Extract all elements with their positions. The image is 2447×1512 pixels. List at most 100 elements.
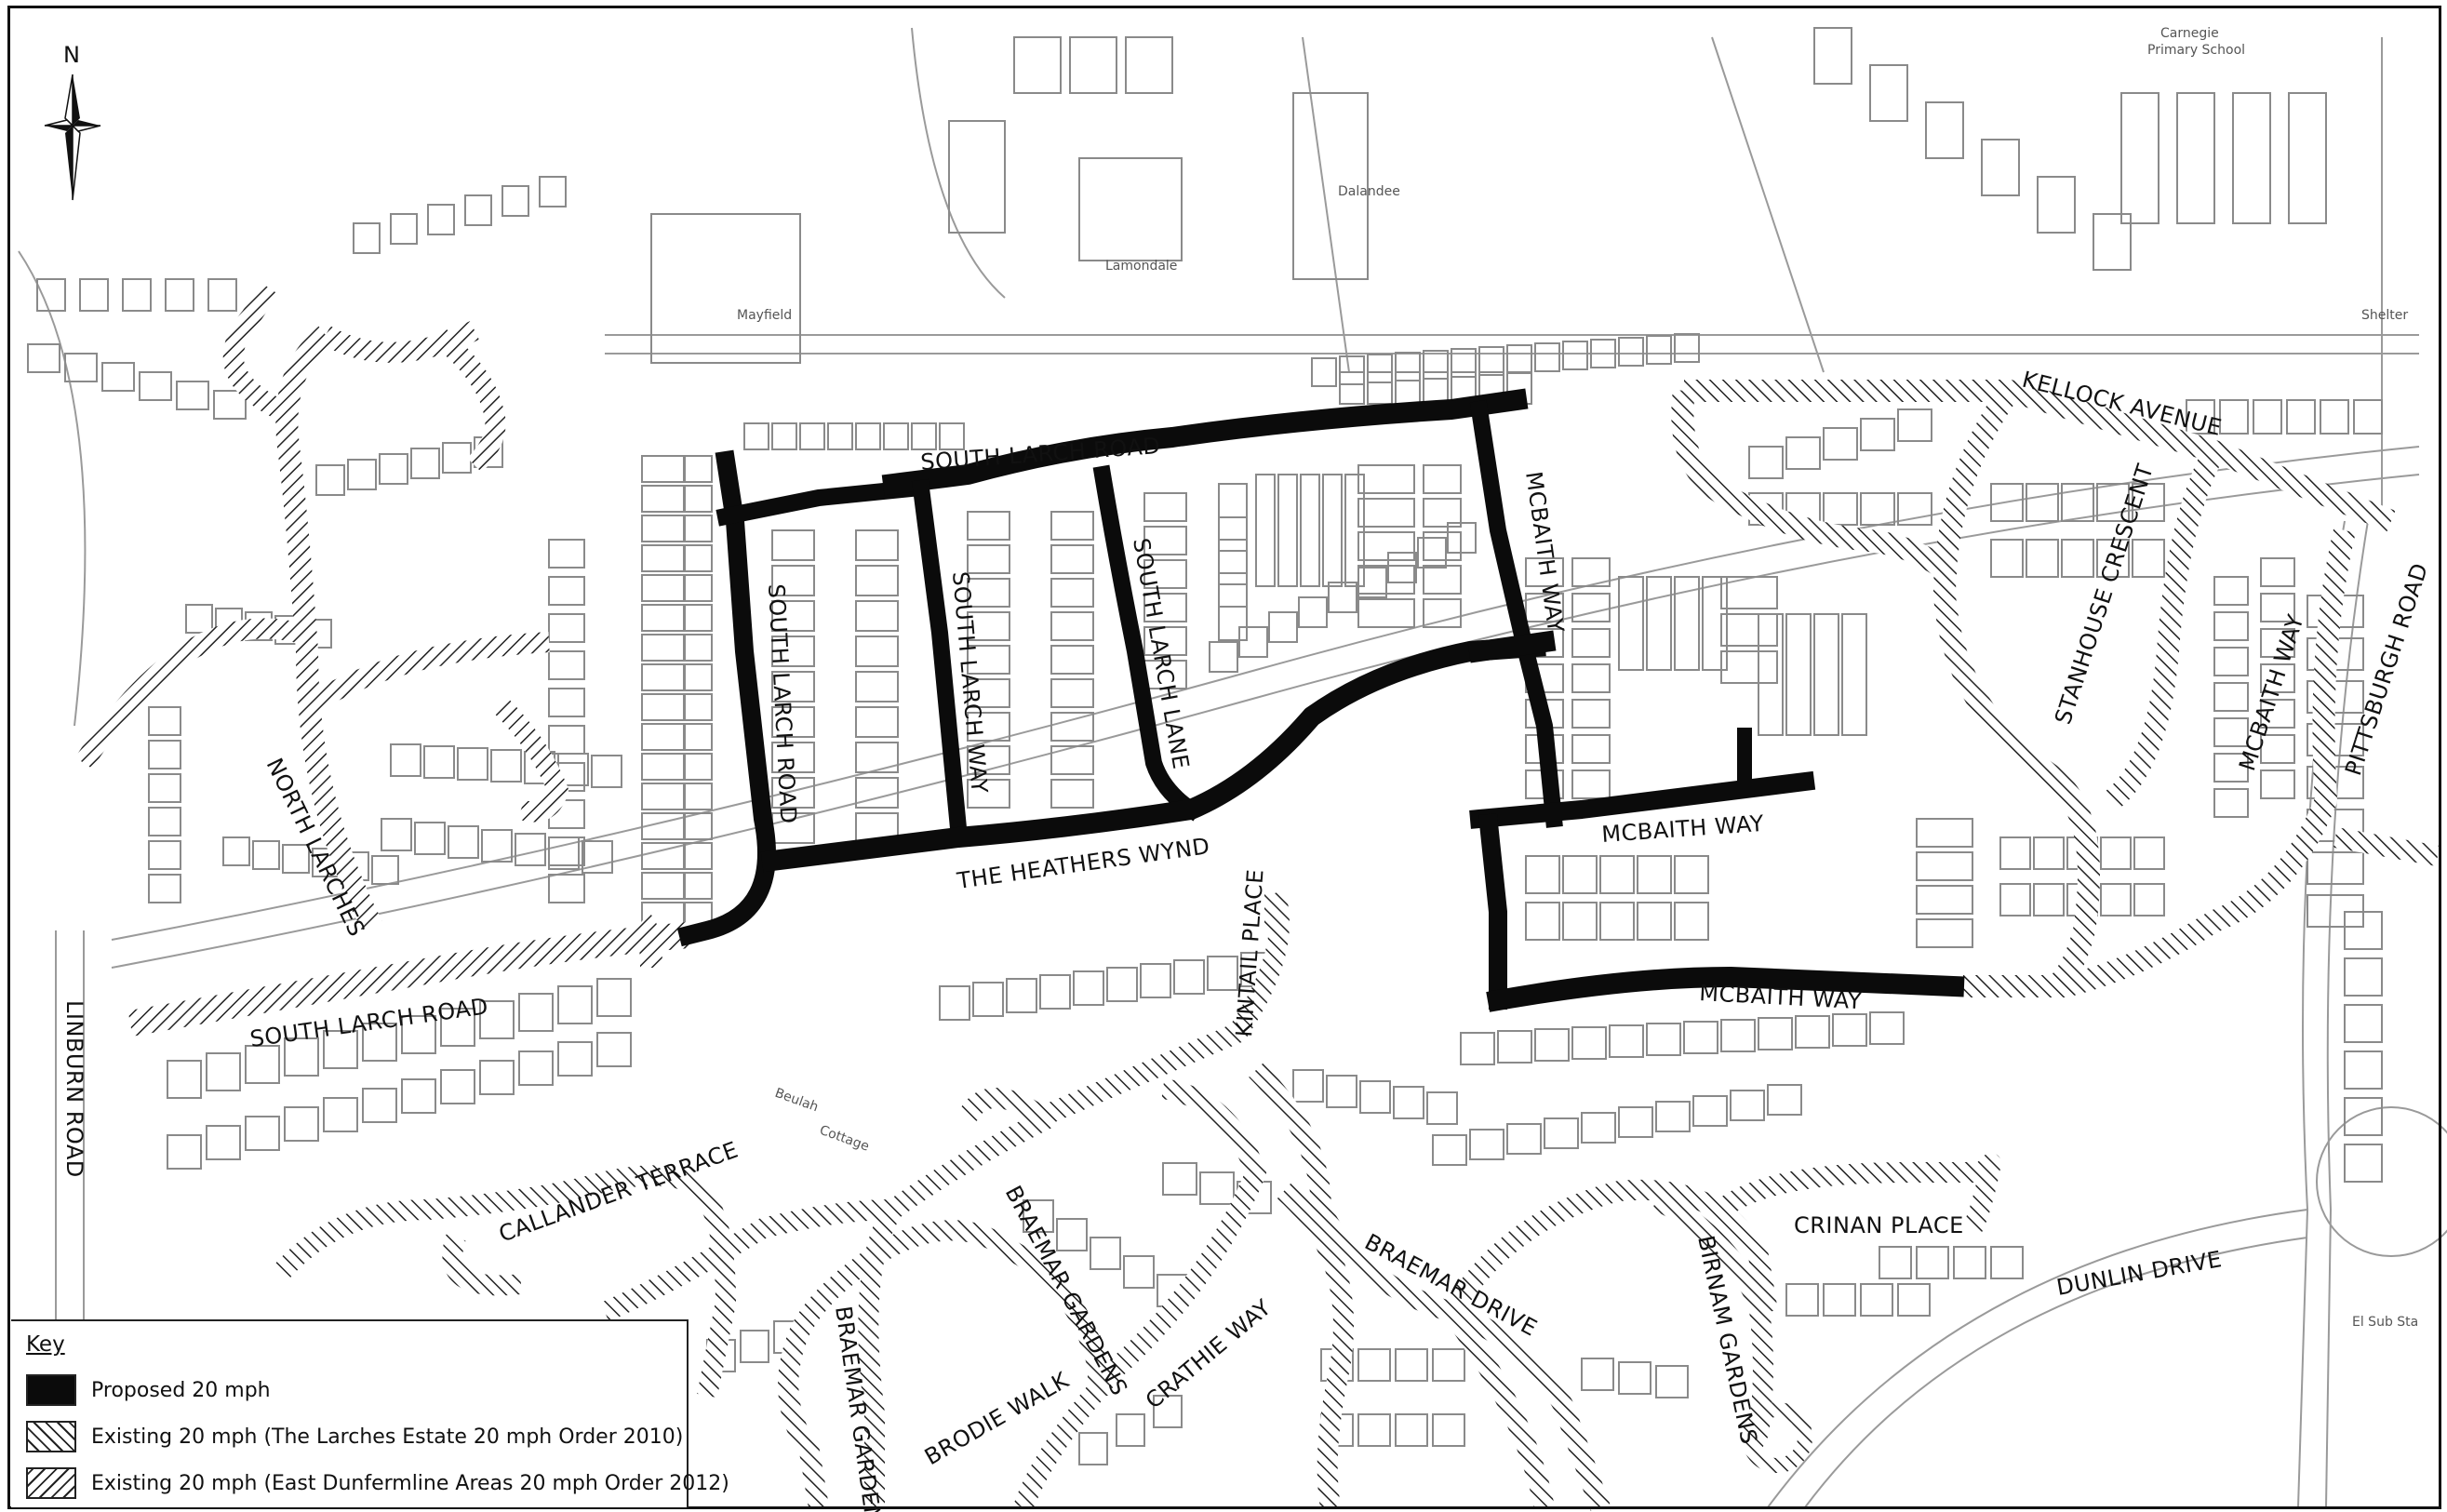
building <box>1571 769 1611 799</box>
building <box>1879 1246 1912 1279</box>
building <box>207 278 237 312</box>
building <box>518 1050 554 1086</box>
building <box>1655 1365 1689 1398</box>
building <box>1925 101 1964 159</box>
building <box>1748 446 1784 479</box>
building <box>481 829 513 863</box>
building <box>2288 92 2327 224</box>
building <box>1423 498 1462 528</box>
building <box>539 176 567 207</box>
building <box>1497 1030 1532 1064</box>
building <box>1218 483 1248 541</box>
building <box>1143 593 1187 622</box>
building <box>799 422 825 450</box>
building <box>641 872 686 900</box>
building <box>2213 717 2249 747</box>
building <box>148 807 181 836</box>
building <box>1050 511 1094 541</box>
building-outlines <box>27 27 2383 1465</box>
building <box>1078 1432 1108 1465</box>
building <box>2213 753 2249 783</box>
building <box>939 422 965 450</box>
building <box>641 723 686 751</box>
building <box>2344 911 2383 950</box>
building <box>2260 557 2295 587</box>
building <box>771 671 815 702</box>
building <box>1143 626 1187 656</box>
existing-20mph-2012-roads <box>271 380 2440 1511</box>
building <box>27 343 60 373</box>
building <box>1218 550 1248 608</box>
building <box>2133 883 2165 917</box>
building <box>1050 712 1094 742</box>
building <box>683 812 713 840</box>
building <box>740 1330 769 1363</box>
building <box>2286 399 2316 435</box>
label-shelter: Shelter <box>2361 308 2408 323</box>
building <box>2344 1050 2383 1090</box>
building <box>596 978 632 1017</box>
building <box>1277 474 1298 587</box>
building <box>771 529 815 561</box>
building <box>2232 92 2271 224</box>
building <box>2344 957 2383 997</box>
building <box>1618 1361 1651 1395</box>
building <box>1123 1255 1155 1289</box>
building <box>1720 613 1778 647</box>
building <box>1050 544 1094 574</box>
building <box>1116 1413 1145 1447</box>
building <box>1162 1162 1197 1196</box>
label-lamondale: Lamondale <box>1105 259 1177 274</box>
building <box>490 749 522 783</box>
building <box>1832 1013 1867 1047</box>
building <box>1357 1413 1391 1447</box>
building <box>2320 399 2349 435</box>
building <box>448 825 479 859</box>
building <box>1897 1283 1931 1317</box>
building <box>1571 593 1611 622</box>
label-carnegie: Carnegie <box>2160 26 2219 41</box>
building <box>1013 36 1062 94</box>
building <box>1143 492 1187 522</box>
building <box>1423 598 1462 628</box>
building <box>1767 1084 1802 1116</box>
building <box>1423 531 1462 561</box>
building <box>464 194 492 226</box>
building <box>401 1078 436 1114</box>
building <box>1674 333 1700 363</box>
building <box>855 565 899 596</box>
building <box>641 485 686 513</box>
building <box>641 544 686 572</box>
building <box>2213 576 2249 606</box>
building <box>2344 1097 2383 1136</box>
building <box>683 783 713 810</box>
building <box>148 874 181 903</box>
building <box>2093 213 2132 271</box>
north-label: N <box>63 42 80 68</box>
building <box>347 459 377 490</box>
building <box>1423 371 1449 405</box>
building <box>1326 1075 1357 1108</box>
building <box>1056 1218 1088 1251</box>
building <box>457 747 488 781</box>
building <box>423 745 455 779</box>
building <box>1359 1080 1391 1114</box>
building <box>1050 678 1094 708</box>
building <box>1339 355 1365 385</box>
building <box>410 448 440 479</box>
building <box>206 1052 241 1091</box>
building <box>1674 576 1700 671</box>
building <box>2026 539 2059 578</box>
building <box>1423 350 1449 380</box>
building <box>1426 1091 1458 1125</box>
building <box>2133 836 2165 870</box>
building <box>206 1125 241 1160</box>
building <box>1357 567 1387 598</box>
building <box>683 753 713 781</box>
building <box>1795 1015 1830 1049</box>
building <box>1916 851 1973 881</box>
building <box>2213 647 2249 676</box>
building <box>2132 483 2165 522</box>
building <box>165 278 194 312</box>
